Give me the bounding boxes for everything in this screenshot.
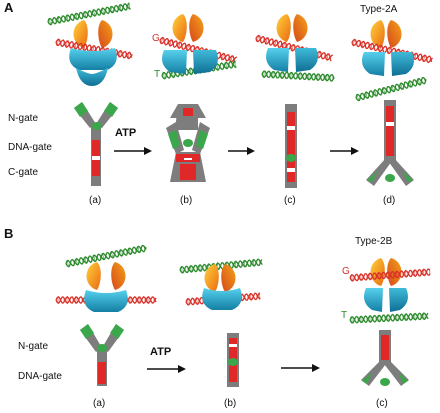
panel-b-protein-cartoons [55, 244, 431, 324]
panel-b-a-core [84, 290, 128, 312]
panel-a-arrow-3 [330, 147, 359, 155]
panel-a-arrow-2 [228, 147, 255, 155]
panel-a-a-cgate [76, 68, 108, 86]
panel-b-atp-label: ATP [150, 346, 171, 358]
panel-b-step-a: (a) [93, 398, 105, 409]
panel-a-a-atpase [73, 20, 113, 48]
panel-b-n-gate-label: N-gate [18, 341, 48, 352]
panel-a-a-core [69, 48, 117, 70]
panel-a-d-core [362, 52, 414, 76]
panel-b-arrow-2 [281, 364, 320, 372]
panel-b-atp-arrow: ATP [147, 346, 186, 373]
panel-a-letter: A [4, 0, 14, 15]
panel-b-step-c: (c) [376, 398, 388, 409]
panel-a-schematic-b [166, 104, 210, 182]
panel-a-protein-cartoons [47, 2, 433, 102]
panel-a-b-atpase [172, 14, 204, 42]
panel-b-b-t-dna [179, 258, 263, 274]
panel-a-b-core [162, 50, 218, 74]
panel-a-t-label: T [154, 69, 160, 80]
panel-b-schematic-c [361, 330, 409, 386]
panel-a-atp-label: ATP [115, 127, 136, 139]
panel-a-atp-arrow: ATP [114, 127, 152, 155]
panel-a-c-atpase [276, 14, 308, 42]
panel-a-step-d: (d) [383, 195, 395, 206]
panel-a-schematic-a [74, 102, 118, 186]
panel-a-step-c: (c) [284, 195, 296, 206]
panel-a-c-t-dna [261, 70, 335, 82]
panel-a-schematic-c [285, 104, 297, 188]
panel-b-c-g-dna [349, 268, 431, 282]
panel-b-a-t-dna [65, 244, 147, 268]
panel-b-g-label: G [342, 266, 350, 277]
panel-a-c-g-dna [255, 34, 334, 62]
panel-a-step-a: (a) [89, 195, 101, 206]
panel-a-c-core [266, 48, 318, 72]
panel-b-schematic-a [80, 324, 124, 386]
panel-a-d-t-dna [355, 76, 427, 102]
panel-b-dna-gate-label: DNA-gate [18, 371, 62, 382]
panel-a-n-gate-label: N-gate [8, 113, 38, 124]
panel-a-step-b: (b) [180, 195, 192, 206]
panel-b-b-core [202, 288, 242, 310]
panel-b-schematic-b [227, 333, 239, 387]
panel-b-letter: B [4, 226, 13, 241]
panel-a-schematic-d [366, 100, 414, 186]
panel-a-a-t-dna [47, 2, 131, 26]
panel-b-c-core [364, 288, 408, 312]
panel-a-type-label: Type-2A [360, 4, 398, 15]
panel-b-step-b: (b) [224, 398, 236, 409]
panel-b-a-atpase [86, 262, 126, 290]
panel-b-b-atpase [204, 264, 236, 292]
panel-a-g-label: G [152, 33, 160, 44]
panel-b-t-label: T [341, 310, 347, 321]
panel-b-c-t-dna [349, 312, 429, 324]
panel-b-type-label: Type-2B [355, 236, 393, 247]
panel-a-dna-gate-label: DNA-gate [8, 142, 52, 153]
panel-a-c-gate-label: C-gate [8, 167, 38, 178]
panel-a-d-atpase [370, 20, 402, 48]
